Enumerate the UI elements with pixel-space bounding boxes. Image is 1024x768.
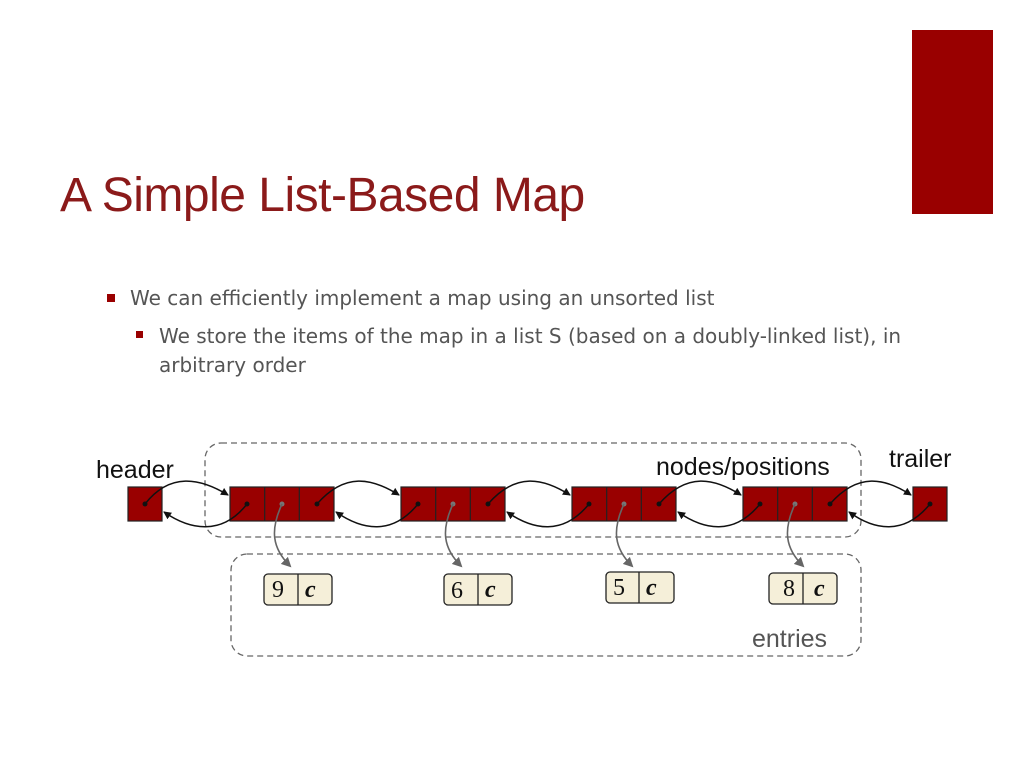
entries-dashed-box — [230, 553, 862, 657]
bullet-1: We can efficiently implement a map using… — [130, 286, 715, 310]
nodes-dashed-box — [204, 442, 862, 538]
entry-key: 6 — [451, 578, 463, 604]
entry-value: c — [305, 577, 316, 603]
list-node — [400, 486, 506, 522]
bullet-2: We store the items of the map in a list … — [159, 324, 902, 377]
entry-value: c — [814, 576, 825, 602]
entry-value: c — [485, 577, 496, 603]
nodes-label: nodes/positions — [656, 453, 830, 481]
accent-bar — [912, 30, 993, 214]
link-arrows — [144, 480, 931, 528]
entry-key: 5 — [613, 575, 625, 601]
entry-value: c — [646, 575, 657, 601]
element-pointers — [273, 503, 805, 568]
entry-box: 5 c — [605, 571, 675, 604]
slide-title: A Simple List-Based Map — [60, 169, 585, 222]
entries-label: entries — [752, 625, 827, 653]
entry-key: 9 — [272, 577, 284, 603]
entry-box: 9 c — [263, 573, 333, 606]
trailer-label: trailer — [889, 445, 952, 473]
entry-box: 6 c — [443, 573, 513, 606]
header-label: header — [96, 456, 174, 484]
entry-box: 8 c — [768, 572, 838, 605]
bullet-marker-2 — [136, 331, 143, 338]
entry-key: 8 — [783, 576, 795, 602]
bullet-marker-1 — [107, 294, 115, 302]
